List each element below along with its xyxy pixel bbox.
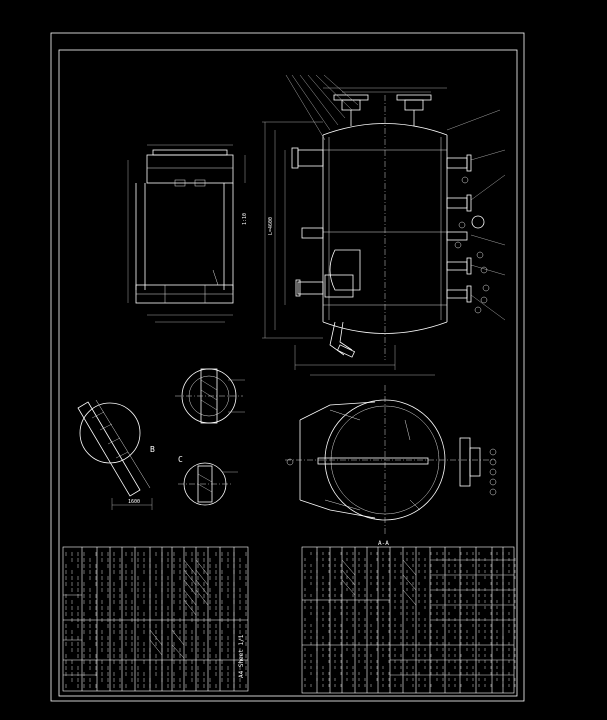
scale-note: 1:10 — [242, 213, 248, 225]
bottom-dim-label: 1600 — [128, 499, 140, 505]
title-block-table — [301, 546, 515, 694]
vessel-plan-view: A-A — [285, 385, 497, 547]
outer-border — [50, 32, 525, 702]
nozzle-detail-bottom — [178, 462, 238, 506]
section-label-c: C — [178, 455, 183, 464]
section-label-b: B — [150, 445, 155, 454]
inner-border — [58, 49, 518, 697]
parts-list-table — [62, 546, 249, 692]
vessel-elevation — [262, 74, 506, 376]
title-block-label: A4 Sheet 1/1 — [238, 634, 245, 678]
inclined-nozzle-detail: 1600 — [77, 399, 153, 510]
annotation-marks — [65, 552, 516, 688]
plan-section-label: A-A — [378, 540, 389, 547]
nozzle-detail-top — [175, 368, 245, 424]
support-detail — [127, 144, 246, 323]
length-note: L=4600 — [268, 217, 274, 235]
